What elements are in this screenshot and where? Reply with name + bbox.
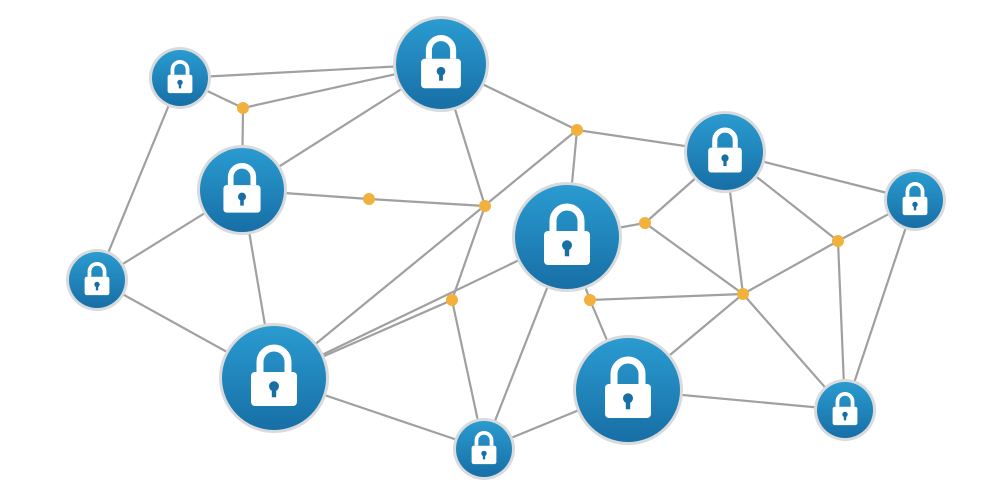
keyhole [481, 450, 487, 457]
connection-line [741, 239, 840, 296]
lock-node [453, 418, 515, 480]
lock-icon [832, 392, 858, 426]
junction-dot [446, 294, 458, 306]
junction-dot [832, 235, 844, 247]
lock-node [66, 249, 128, 311]
junction-dot [584, 294, 596, 306]
lock-shackle [170, 60, 190, 75]
lock-icon [902, 182, 928, 216]
junctions-layer [237, 102, 844, 306]
lock-icon [167, 60, 193, 94]
connection-line [95, 76, 182, 282]
lock-node [573, 335, 683, 445]
keyhole-slot [723, 158, 727, 167]
lock-icon [223, 163, 261, 213]
lock-icon [84, 262, 110, 296]
keyhole-slot [843, 414, 847, 421]
keyhole [237, 192, 247, 201]
lock-icon [251, 344, 297, 406]
junction-dot [737, 288, 749, 300]
lock-node [197, 145, 287, 235]
lock-node [219, 323, 329, 433]
connection-line [643, 221, 745, 296]
keyhole-slot [482, 453, 486, 460]
lock-shackle [905, 182, 925, 197]
connection-line [588, 292, 745, 302]
junction-dot [571, 124, 583, 136]
keyhole-slot [913, 204, 917, 211]
lock-shackle [87, 262, 107, 277]
lock-node [149, 47, 211, 109]
junction-dot [479, 200, 491, 212]
lock-node [393, 16, 489, 112]
lock-shackle [610, 356, 646, 384]
lock-shackle [712, 127, 738, 148]
lock-shackle [835, 392, 855, 407]
junction-dot [363, 193, 375, 205]
lock-node [814, 379, 876, 441]
lock-shackle [549, 203, 585, 231]
keyhole [842, 411, 848, 418]
connection-line [367, 197, 487, 208]
keyhole-slot [439, 71, 443, 81]
lock-icon [708, 127, 742, 173]
connection-line [843, 198, 917, 412]
keyhole [94, 281, 100, 288]
connection-line [450, 204, 487, 302]
junction-dot [639, 217, 651, 229]
lock-icon [544, 203, 590, 265]
keyhole-slot [625, 398, 631, 410]
keyhole-slot [564, 245, 570, 257]
lock-node [512, 182, 622, 292]
lock-shackle [256, 344, 292, 372]
lock-icon [605, 356, 651, 418]
connection-line [272, 128, 579, 380]
lock-shackle [227, 163, 257, 186]
lock-shackle [425, 35, 457, 59]
lock-node [884, 169, 946, 231]
keyhole-slot [95, 284, 99, 291]
keyhole-slot [178, 82, 182, 89]
lock-node [684, 111, 766, 193]
junction-dot [237, 102, 249, 114]
lock-icon [421, 35, 461, 89]
keyhole-slot [240, 196, 244, 206]
keyhole-slot [271, 386, 277, 398]
lock-shackle [474, 431, 494, 446]
edges-layer [95, 62, 917, 451]
lock-icon [471, 431, 497, 465]
nodes-layer [66, 16, 946, 480]
